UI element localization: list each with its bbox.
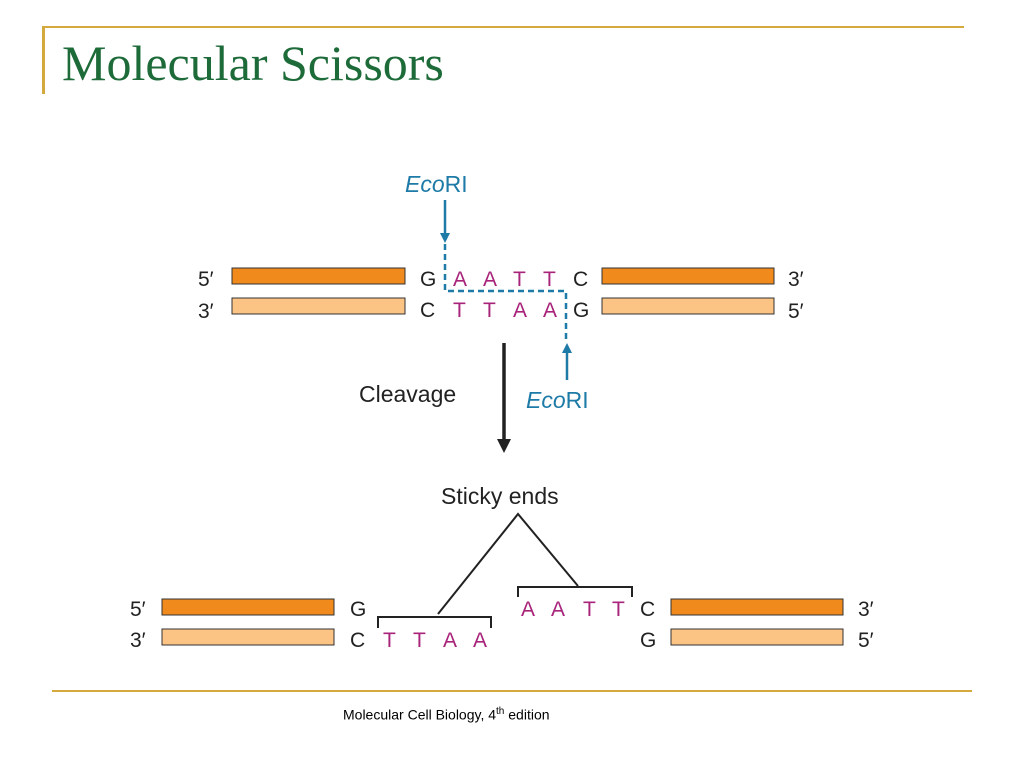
overhang-right-base-4: T — [612, 598, 625, 621]
cut-base-right-bottom: G — [640, 629, 656, 652]
ecori-label-top: EcoRI — [405, 171, 468, 197]
base-bottom-left: C — [420, 299, 435, 322]
sticky-end-bracket-right — [517, 586, 633, 597]
footer-divider — [52, 690, 972, 692]
base-top-left: G — [420, 268, 436, 291]
ecori-label-bottom: EcoRI — [526, 387, 589, 413]
cut-site-dashed-line — [443, 244, 568, 342]
strand-end-5-top-right: 5′ — [788, 300, 804, 323]
overhang-right-base-3: T — [583, 598, 596, 621]
dna-cut-top-strand-right — [670, 598, 844, 616]
overhang-right-base-1: A — [521, 598, 535, 621]
cut-base-left-bottom: C — [350, 629, 365, 652]
slide-title: Molecular Scissors — [62, 35, 444, 91]
cut-base-left-top: G — [350, 598, 366, 621]
base-bottom-right: G — [573, 299, 589, 322]
strand-end-5-top-left: 5′ — [198, 268, 214, 291]
site-base-bottom-4: A — [543, 299, 557, 322]
overhang-left-base-1: T — [383, 629, 396, 652]
strand-end-3-cut-left: 3′ — [130, 629, 146, 652]
site-base-bottom-1: T — [453, 299, 466, 322]
strand-end-3-cut-right: 3′ — [858, 598, 874, 621]
dna-bottom-strand-right — [601, 297, 775, 315]
strand-end-5-cut-left: 5′ — [130, 598, 146, 621]
slide-frame-top — [42, 26, 964, 28]
dna-cut-bottom-strand-left — [161, 628, 335, 646]
cut-base-right-top: C — [640, 598, 655, 621]
overhang-left-base-4: A — [473, 629, 487, 652]
site-base-bottom-3: A — [513, 299, 527, 322]
footer-caption: Molecular Cell Biology, 4th edition — [343, 706, 550, 723]
cleavage-label: Cleavage — [359, 381, 456, 407]
strand-end-3-top-left: 3′ — [198, 300, 214, 323]
sticky-ends-pointer-lines — [437, 512, 579, 615]
site-base-bottom-2: T — [483, 299, 496, 322]
overhang-left-base-2: T — [413, 629, 426, 652]
slide-frame-left — [42, 26, 45, 94]
site-base-top-2: A — [483, 268, 497, 291]
dna-cut-bottom-strand-right — [670, 628, 844, 646]
dna-cut-top-strand-left — [161, 598, 335, 616]
overhang-right-base-2: A — [551, 598, 565, 621]
overhang-left-base-3: A — [443, 629, 457, 652]
dna-top-strand-left — [231, 267, 406, 285]
strand-end-5-cut-right: 5′ — [858, 629, 874, 652]
sticky-end-bracket-left — [377, 616, 492, 628]
dna-top-strand-right — [601, 267, 775, 285]
sticky-ends-label: Sticky ends — [441, 483, 559, 509]
site-base-top-1: A — [453, 268, 467, 291]
site-base-top-4: T — [543, 268, 556, 291]
site-base-top-3: T — [513, 268, 526, 291]
strand-end-3-top-right: 3′ — [788, 268, 804, 291]
base-top-right: C — [573, 268, 588, 291]
dna-bottom-strand-left — [231, 297, 406, 315]
